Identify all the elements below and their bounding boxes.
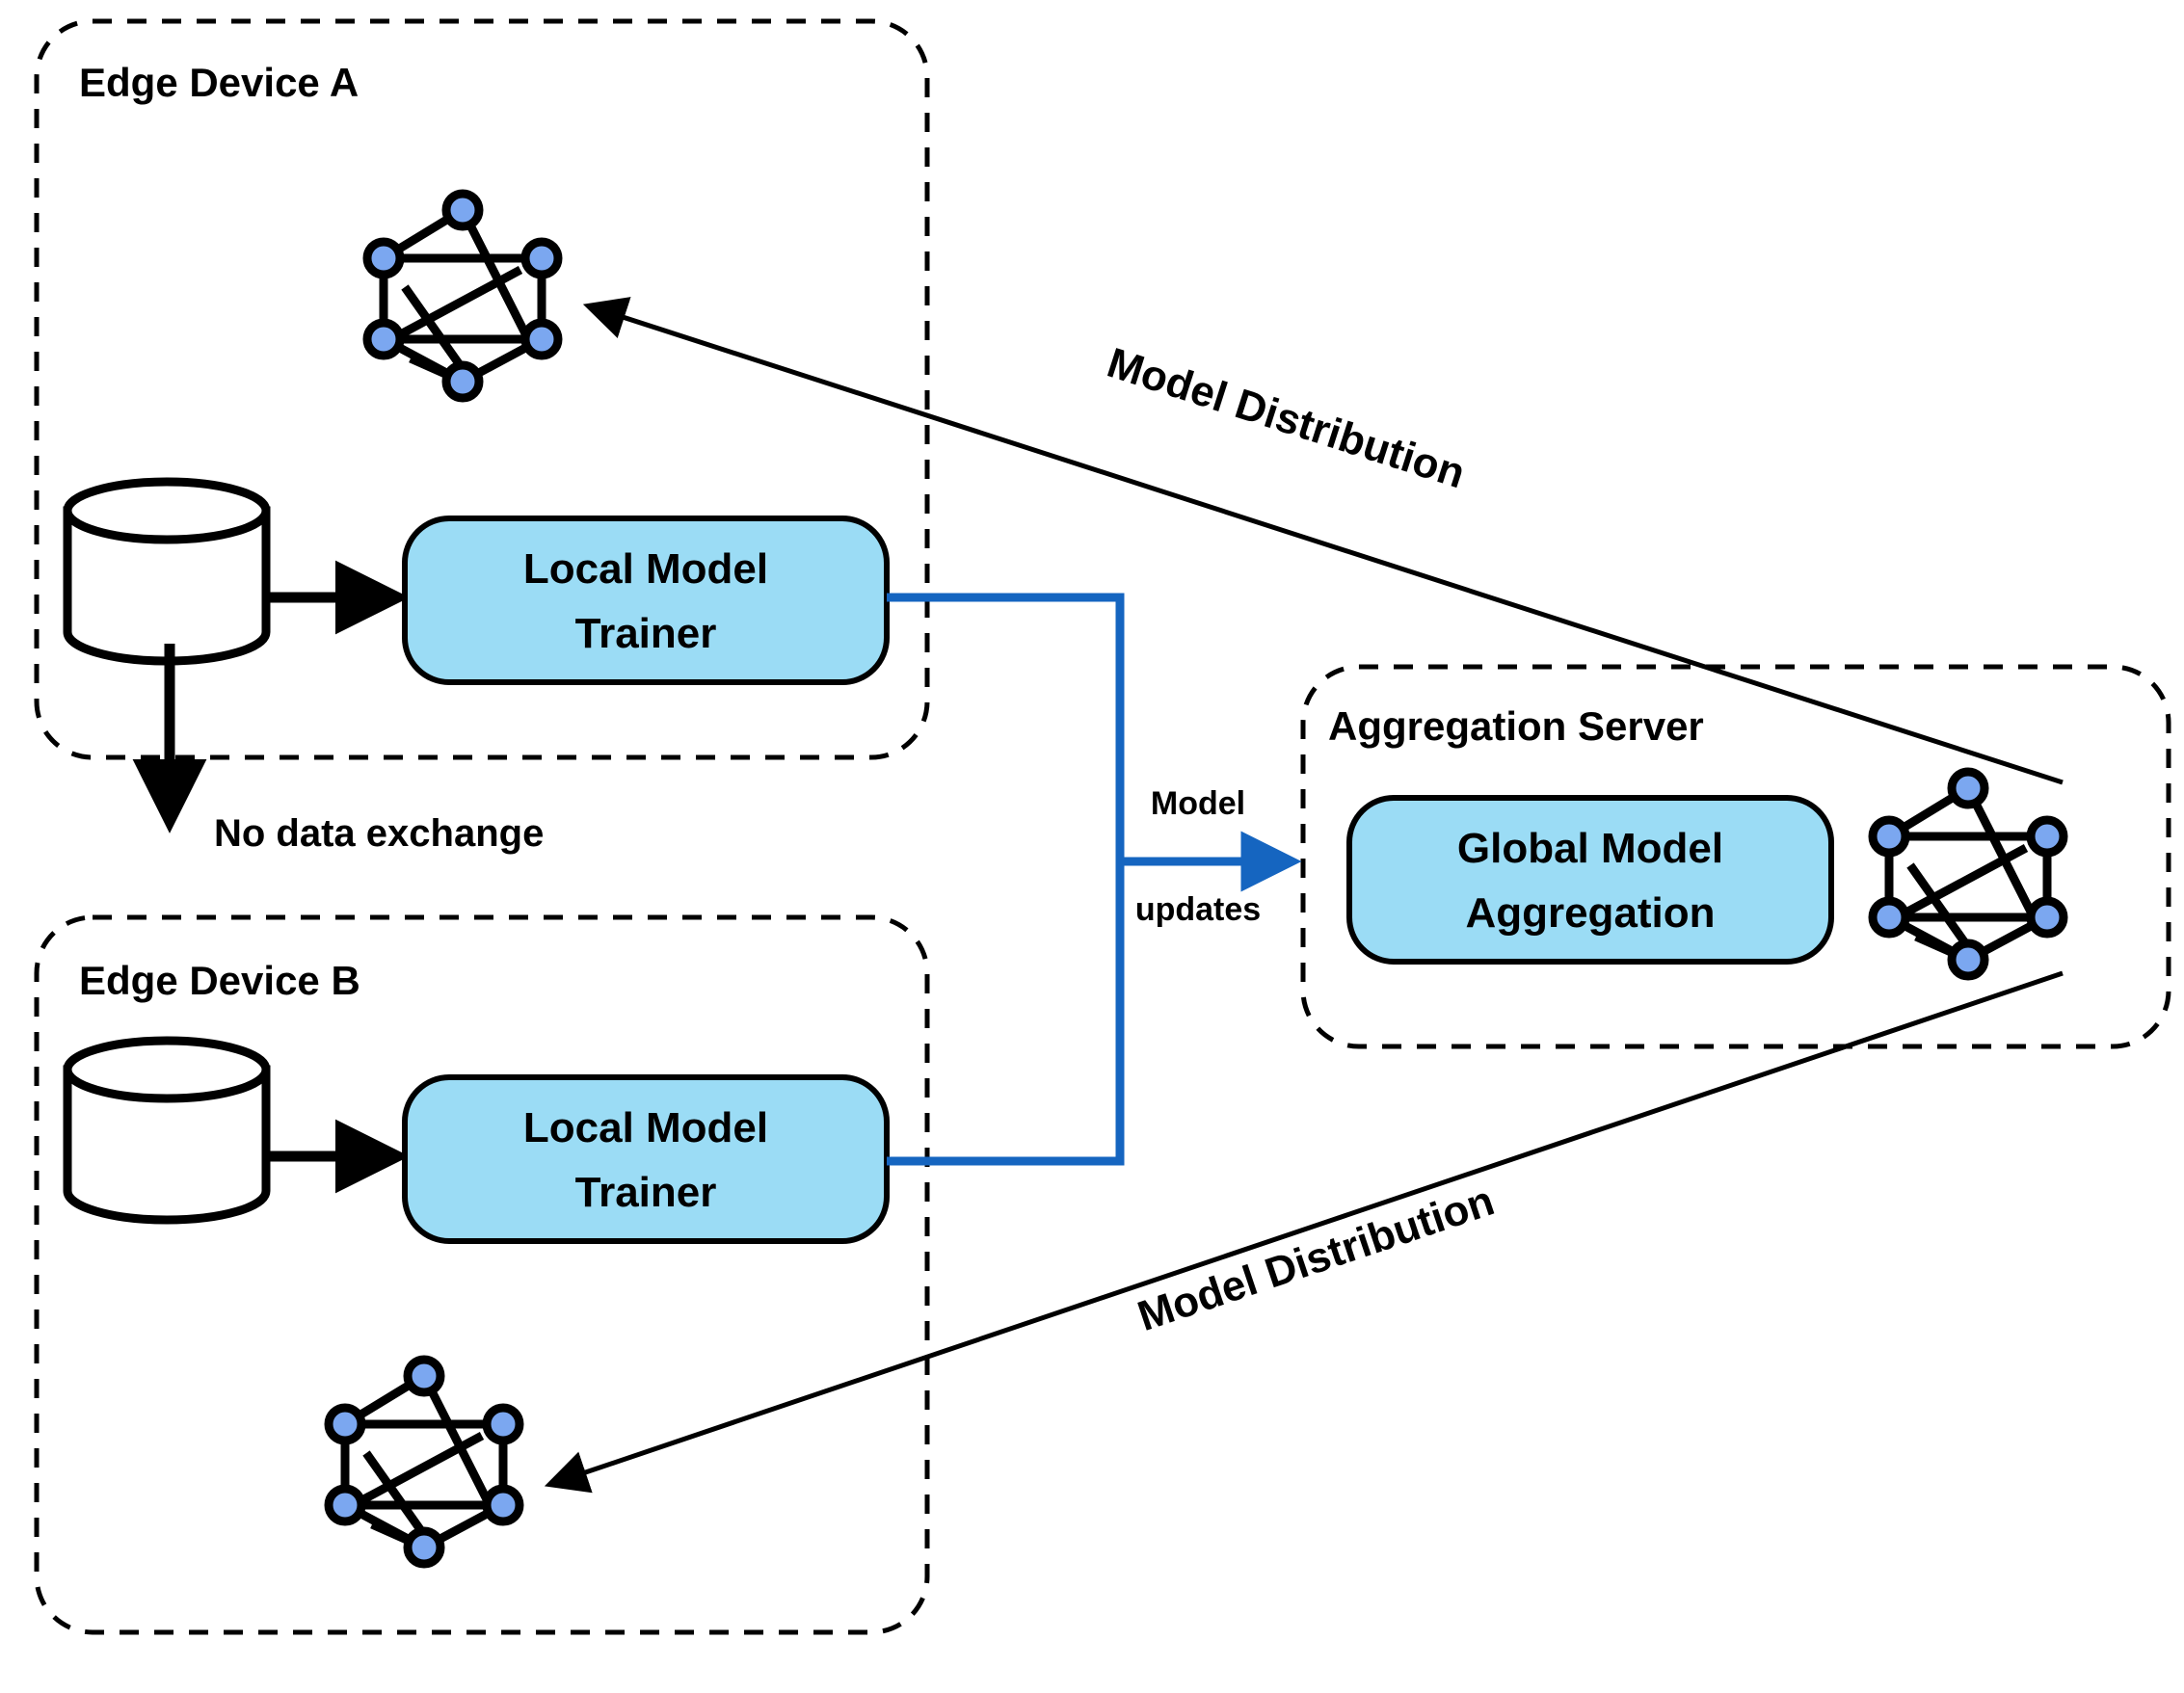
model-distribution-label-top: Model Distribution [1102, 339, 1471, 498]
aggregation-server-boundary [1300, 664, 2171, 1049]
local-model-trainer-b-box[interactable] [402, 1074, 890, 1244]
model-updates-path-a [887, 593, 1125, 861]
model-distribution-label-bottom: Model Distribution [1132, 1177, 1501, 1340]
local-model-trainer-a-label-line2: Trainer [575, 610, 717, 657]
group-edge-device-a: Edge Device A [34, 18, 930, 760]
local-model-trainer-b-label-line2: Trainer [575, 1169, 717, 1216]
edge-device-b-title: Edge Device B [79, 958, 360, 1003]
edge-device-b-boundary [34, 914, 930, 1635]
local-model-trainer-a-box[interactable] [402, 516, 890, 685]
graph-server [1873, 772, 2064, 976]
local-model-trainer-b[interactable]: Local Model Trainer [402, 1074, 890, 1244]
database-cylinder-icon [67, 1041, 266, 1220]
no-data-exchange-label: No data exchange [214, 812, 544, 855]
model-updates-label-line1: Model [1151, 785, 1245, 822]
database-b [67, 1041, 266, 1220]
global-model-aggregation-box[interactable] [1346, 795, 1834, 965]
edge-device-a-boundary [34, 18, 930, 760]
local-model-trainer-a[interactable]: Local Model Trainer [402, 516, 890, 685]
graph-b [329, 1360, 519, 1564]
group-aggregation-server: Aggregation Server [1300, 664, 2171, 1049]
group-edge-device-b: Edge Device B [34, 914, 930, 1635]
model-distribution-arrow-bottom [544, 970, 2064, 1494]
global-model-aggregation-label-line2: Aggregation [1465, 889, 1715, 937]
model-updates-path-b [887, 861, 1125, 1166]
global-model-aggregation[interactable]: Global Model Aggregation [1346, 795, 1834, 965]
edge-device-a-title: Edge Device A [79, 60, 359, 105]
network-graph-icon [1873, 772, 2064, 976]
network-graph-icon [367, 194, 558, 398]
database-a [67, 482, 266, 661]
local-model-trainer-b-label-line1: Local Model [523, 1104, 768, 1151]
model-distribution-arrow-top [582, 297, 2064, 785]
global-model-aggregation-label-line1: Global Model [1457, 825, 1723, 872]
aggregation-server-title: Aggregation Server [1328, 703, 1704, 749]
local-model-trainer-a-label-line1: Local Model [523, 545, 768, 593]
graph-a [367, 194, 558, 398]
database-cylinder-icon [67, 482, 266, 661]
network-graph-icon [329, 1360, 519, 1564]
model-updates-label-line2: updates [1135, 891, 1261, 928]
